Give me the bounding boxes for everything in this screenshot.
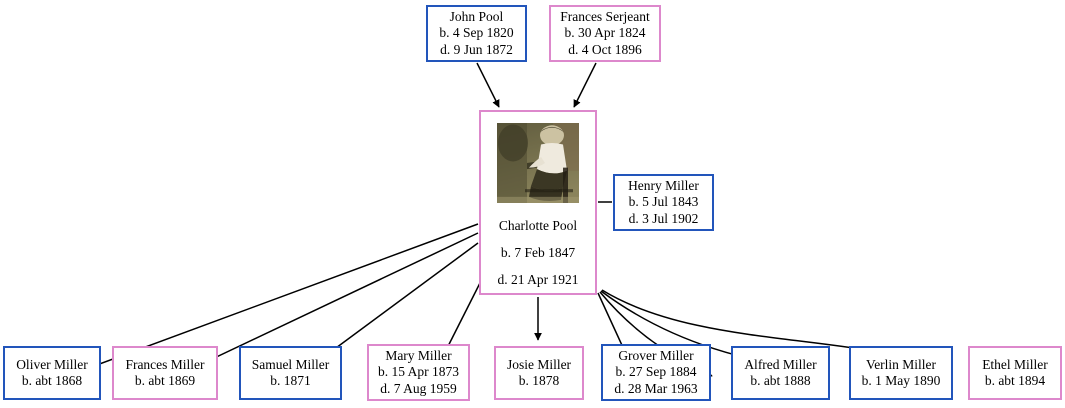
person-name: Oliver Miller xyxy=(16,356,88,372)
person-name: Charlotte Pool xyxy=(498,218,578,233)
node-henry-miller[interactable]: Henry Miller b. 5 Jul 1843 d. 3 Jul 1902 xyxy=(613,174,714,231)
person-photo xyxy=(497,123,579,203)
person-death: d. 7 Aug 1959 xyxy=(380,380,457,396)
person-death: d. 4 Oct 1896 xyxy=(568,41,642,57)
person-birth: b. 4 Sep 1820 xyxy=(439,25,514,41)
person-birth: b. 30 Apr 1824 xyxy=(564,25,646,41)
person-name: Frances Miller xyxy=(125,356,205,372)
node-john-pool[interactable]: John Pool b. 4 Sep 1820 d. 9 Jun 1872 xyxy=(426,5,527,62)
person-name: Alfred Miller xyxy=(744,356,817,372)
person-name: Mary Miller xyxy=(385,347,452,363)
person-birth: b. 1 May 1890 xyxy=(861,373,941,388)
person-birth: b. 7 Feb 1847 xyxy=(500,245,576,260)
person-birth: b. abt 1868 xyxy=(21,373,83,388)
person-name: Josie Miller xyxy=(506,356,572,372)
person-name: Samuel Miller xyxy=(251,356,330,372)
person-birth: b. abt 1869 xyxy=(134,373,196,388)
person-name: Verlin Miller xyxy=(865,356,937,372)
edge-john-to-charlotte xyxy=(476,62,500,108)
person-birth: b. 5 Jul 1843 xyxy=(628,194,699,210)
person-death: d. 28 Mar 1963 xyxy=(614,380,698,396)
edge-frances-to-charlotte xyxy=(573,62,597,108)
person-death: d. 9 Jun 1872 xyxy=(440,41,513,57)
person-death: d. 21 Apr 1921 xyxy=(497,272,579,287)
node-frances-serjeant[interactable]: Frances Serjeant b. 30 Apr 1824 d. 4 Oct… xyxy=(549,5,661,62)
person-name: Ethel Miller xyxy=(982,356,1048,372)
person-birth: b. abt 1894 xyxy=(984,373,1046,388)
person-name: John Pool xyxy=(449,8,504,24)
person-birth: b. abt 1888 xyxy=(750,373,811,388)
person-birth: b. 1871 xyxy=(270,373,311,388)
person-death: d. 3 Jul 1902 xyxy=(628,210,699,226)
node-charlotte-pool[interactable]: Charlotte Pool b. 7 Feb 1847 d. 21 Apr 1… xyxy=(479,110,597,295)
person-birth: b. 1878 xyxy=(518,373,560,388)
person-name: Frances Serjeant xyxy=(560,8,650,24)
person-birth: b. 15 Apr 1873 xyxy=(378,364,459,380)
person-name: Henry Miller xyxy=(628,177,699,193)
person-birth: b. 27 Sep 1884 xyxy=(615,364,697,380)
person-name: Grover Miller xyxy=(618,347,694,363)
